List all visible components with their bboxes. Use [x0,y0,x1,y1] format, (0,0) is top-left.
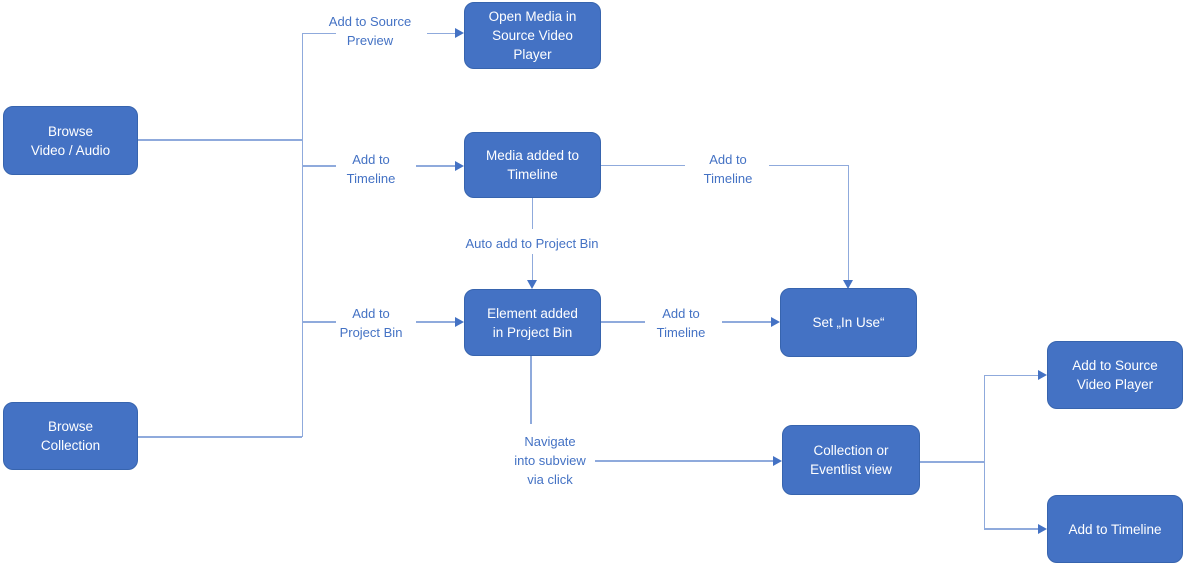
connector-line [427,32,455,34]
arrowhead-right-icon [455,28,464,38]
arrowhead-down-icon [843,280,853,289]
connector-line [531,254,533,280]
edge-label-auto-add-to-project-bin: Auto add to Project Bin [465,236,599,251]
arrowhead-right-icon [771,317,780,327]
connector-line [416,321,455,323]
node-browse-video-audio: Browse Video / Audio [3,106,138,175]
connector-line [984,374,1038,376]
edge-label-add-to-timeline: Add to Timeline [703,152,753,186]
connector-line [302,321,336,323]
arrowhead-right-icon [455,317,464,327]
connector-line [302,165,336,167]
node-set-in-use: Set „In Use“ [780,288,917,357]
connector-line [601,164,685,166]
connector-line [769,164,849,166]
connector-line [601,321,645,323]
connector-line [302,32,336,34]
connector-line [722,321,771,323]
connector-line [138,139,302,141]
connector-line [138,436,302,438]
arrowhead-right-icon [773,456,782,466]
edge-label-navigate-into-subview: Navigate into subview via click [514,434,586,487]
connector-line [919,461,985,463]
node-collection-or-eventlist-view: Collection or Eventlist view [782,425,920,495]
connector-line [984,528,1038,530]
connector-line [301,33,303,437]
connector-line [847,164,849,280]
node-open-media-in-source-video-player: Open Media in Source Video Player [464,2,601,69]
arrowhead-right-icon [455,161,464,171]
node-browse-collection: Browse Collection [3,402,138,470]
arrowhead-right-icon [1038,524,1047,534]
connector-line [531,198,533,229]
connector-line [416,165,455,167]
edge-label-add-to-source-preview: Add to Source Preview [328,14,412,48]
edge-label-add-to-timeline: Add to Timeline [656,306,706,340]
node-element-added-in-project-bin: Element added in Project Bin [464,289,601,356]
node-add-to-source-video-player: Add to Source Video Player [1047,341,1183,409]
node-media-added-to-timeline: Media added to Timeline [464,132,601,198]
arrowhead-right-icon [1038,370,1047,380]
edge-label-add-to-timeline: Add to Timeline [346,152,396,186]
edge-label-add-to-project-bin: Add to Project Bin [339,306,403,340]
connector-line [983,375,985,529]
connector-line [530,356,532,424]
arrowhead-down-icon [527,280,537,289]
node-add-to-timeline: Add to Timeline [1047,495,1183,563]
connector-line [595,460,773,462]
